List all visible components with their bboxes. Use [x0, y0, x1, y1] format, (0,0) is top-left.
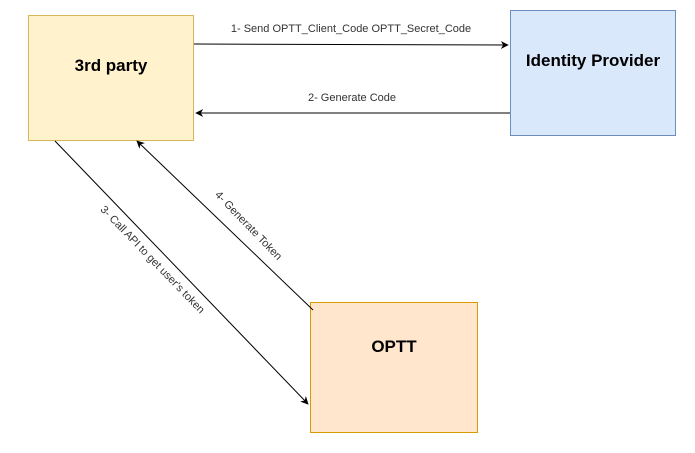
edge-send-codes-label: 1- Send OPTT_Client_Code OPTT_Secret_Cod…: [231, 23, 471, 35]
optt-label: OPTT: [371, 336, 417, 356]
optt-node[interactable]: OPTT: [310, 302, 478, 433]
identity-provider-label: Identity Provider: [525, 51, 661, 70]
edge-call-api-arrow: [54, 140, 309, 405]
edge-generate-token-label: 4- Generate Token: [212, 189, 284, 263]
third-party-node[interactable]: 3rd party: [28, 15, 194, 141]
edge-generate-token-arrow: [136, 140, 314, 311]
edge-call-api-label: 3- Call API to get user's token: [98, 204, 207, 316]
edge-send-codes-arrow: [193, 40, 509, 49]
identity-provider-node[interactable]: Identity Provider: [510, 10, 676, 136]
third-party-label: 3rd party: [74, 56, 148, 75]
edge-generate-code-label: 2- Generate Code: [308, 92, 396, 104]
